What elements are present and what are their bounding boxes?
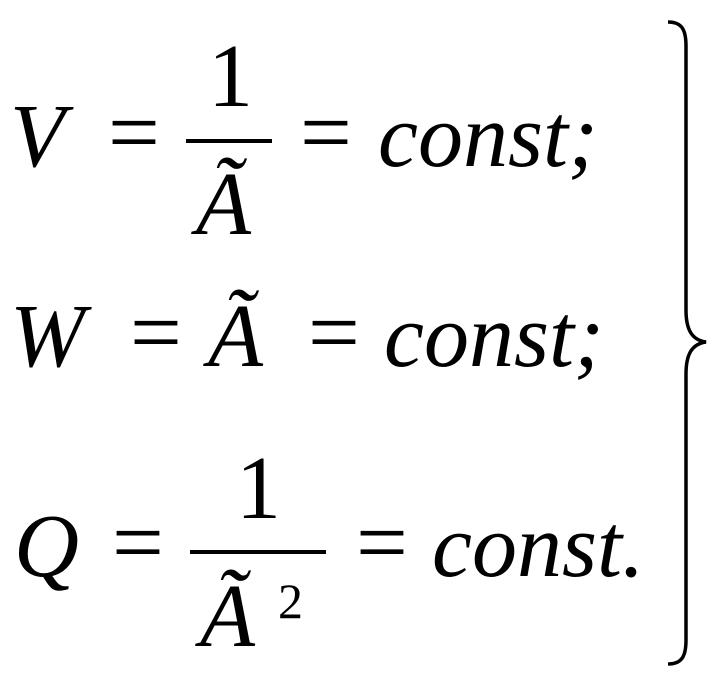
eq2-mid: Ã bbox=[208, 287, 263, 386]
eq3-numerator: 1 bbox=[236, 439, 281, 538]
right-curly-brace-icon bbox=[667, 20, 707, 666]
eq1-rhs: const; bbox=[378, 87, 598, 186]
eq1-equals-2: = bbox=[300, 81, 352, 183]
eq1-numerator: 1 bbox=[208, 27, 253, 126]
eq1-denominator: Ã bbox=[196, 155, 251, 254]
eq2-lhs: W bbox=[10, 287, 85, 386]
eq3-lhs: Q bbox=[14, 497, 79, 596]
brace-path bbox=[667, 20, 707, 666]
eq1-lhs: V bbox=[10, 87, 65, 186]
eq1-equals-1: = bbox=[108, 81, 160, 183]
eq2-equals-1: = bbox=[130, 281, 182, 383]
eq2-rhs: const; bbox=[384, 287, 604, 386]
eq3-rhs: const. bbox=[432, 497, 645, 596]
eq2-equals-2: = bbox=[308, 281, 360, 383]
eq3-exponent: 2 bbox=[278, 573, 303, 629]
eq3-equals-1: = bbox=[112, 491, 164, 593]
eq3-equals-2: = bbox=[356, 491, 408, 593]
eq1-fraction-bar bbox=[186, 139, 272, 143]
eq3-denominator: Ã bbox=[200, 567, 255, 666]
eq3-fraction-bar bbox=[190, 550, 326, 554]
